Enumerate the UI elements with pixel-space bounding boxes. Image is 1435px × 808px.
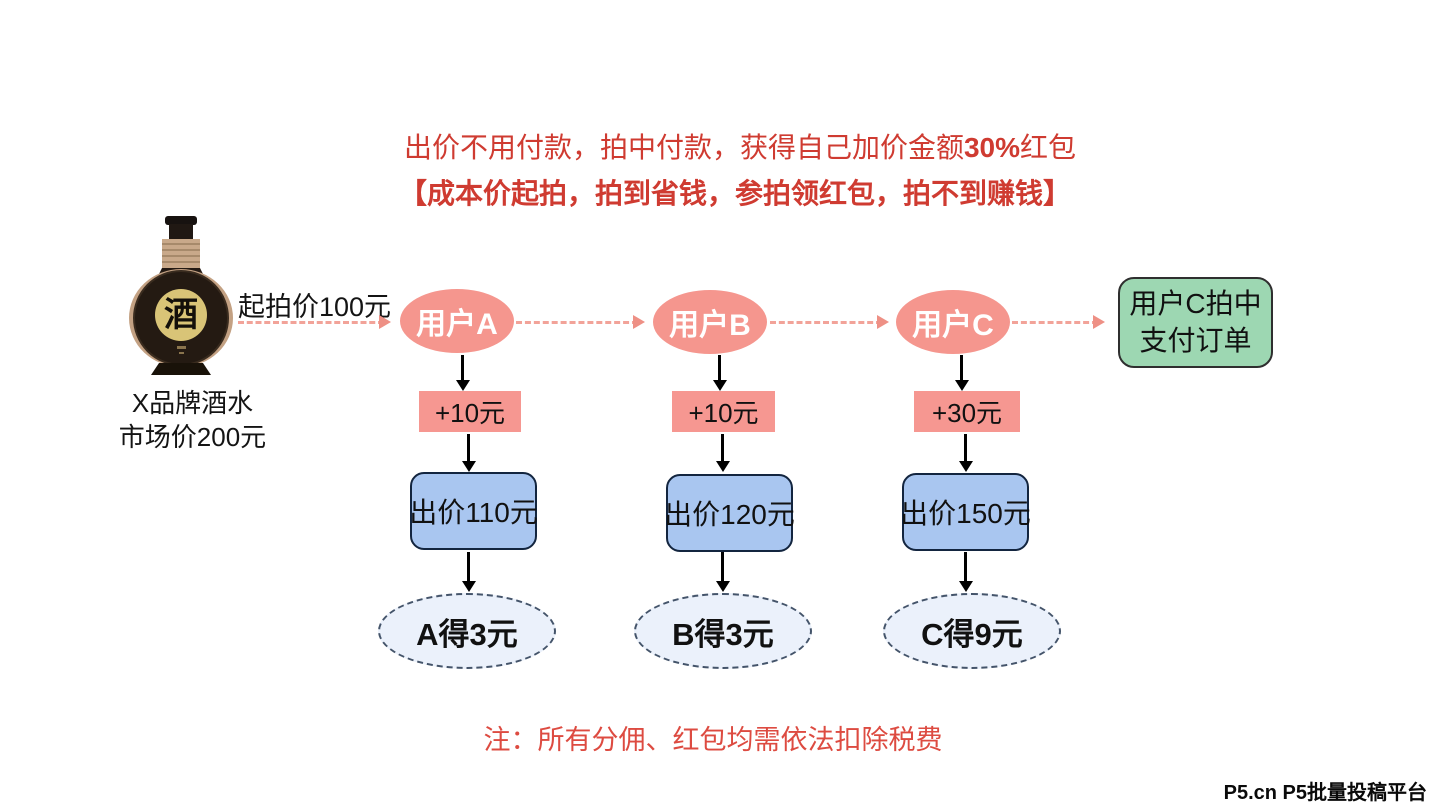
dashed-arrow-userA-to-userB xyxy=(516,315,645,329)
result-line-1: 用户C拍中 xyxy=(1129,288,1262,320)
headline-line-1-bold: 30% xyxy=(963,132,1021,163)
down-arrow-c2 xyxy=(964,434,967,461)
down-arrow-c1 xyxy=(960,355,963,380)
reward-node-b: B得3元 xyxy=(634,593,812,669)
headline-line-2: 【成本价起拍，拍到省钱，参拍领红包，拍不到赚钱】 xyxy=(398,178,1071,209)
down-arrow-b3 xyxy=(721,552,724,581)
down-arrow-b1 xyxy=(718,355,721,380)
bid-box-c: 出价150元 xyxy=(900,473,1031,551)
dashed-arrow-bottle-to-userA xyxy=(238,315,391,329)
product-name: X品牌酒水 xyxy=(131,388,254,418)
wine-bottle-icon: 酒 xyxy=(129,216,233,375)
tax-note: 注：所有分佣、红包均需依法扣除税费 xyxy=(483,725,943,755)
user-node-c: 用户C xyxy=(896,290,1010,354)
result-node: 用户C拍中 支付订单 xyxy=(1118,277,1273,368)
headline-line-1-prefix: 出价不用付款，拍中付款，获得自己加价金额 xyxy=(403,132,964,163)
increment-box-a: +10元 xyxy=(419,391,521,432)
product-caption: X品牌酒水 市场价200元 xyxy=(85,386,300,455)
bottle-label-character: 酒 xyxy=(164,296,198,334)
bid-box-b: 出价120元 xyxy=(664,474,795,552)
user-node-b: 用户B xyxy=(653,290,767,354)
headline-line-1-suffix: 红包 xyxy=(1020,132,1077,163)
result-line-2: 支付订单 xyxy=(1139,324,1252,356)
increment-box-c: +30元 xyxy=(914,391,1020,432)
dashed-arrow-userB-to-userC xyxy=(770,315,889,329)
watermark-text: P5.cn P5批量投稿平台 xyxy=(1223,782,1427,804)
dashed-arrow-userC-to-result xyxy=(1012,315,1105,329)
user-node-a: 用户A xyxy=(400,289,514,353)
down-arrow-a3 xyxy=(467,552,470,581)
down-arrow-a1 xyxy=(461,355,464,380)
headline-line-1: 出价不用付款，拍中付款，获得自己加价金额30%红包 xyxy=(45,126,1435,166)
increment-box-b: +10元 xyxy=(672,391,775,432)
start-price-label: 起拍价100元 xyxy=(238,292,392,322)
reward-node-c: C得9元 xyxy=(883,593,1061,669)
reward-node-a: A得3元 xyxy=(378,593,556,669)
product-market-price: 市场价200元 xyxy=(118,422,267,453)
down-arrow-b2 xyxy=(721,434,724,461)
down-arrow-c3 xyxy=(964,552,967,581)
bid-box-a: 出价110元 xyxy=(409,472,538,550)
down-arrow-a2 xyxy=(467,434,470,461)
wine-bottle-image: 酒 xyxy=(128,216,236,383)
